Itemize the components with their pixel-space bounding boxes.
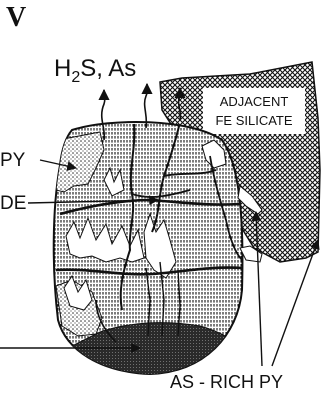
panel-label: V	[6, 2, 26, 33]
adjacent-label-line2: FE SILICATE	[215, 113, 292, 128]
mineral-grain	[54, 122, 243, 380]
py-label: PY	[0, 150, 26, 171]
gas-release-label: H2S, As	[54, 55, 136, 86]
as-rich-py-label: AS - RICH PY	[170, 372, 283, 392]
de-label: DE	[0, 193, 26, 214]
adjacent-label-line1: ADJACENT	[220, 94, 289, 109]
